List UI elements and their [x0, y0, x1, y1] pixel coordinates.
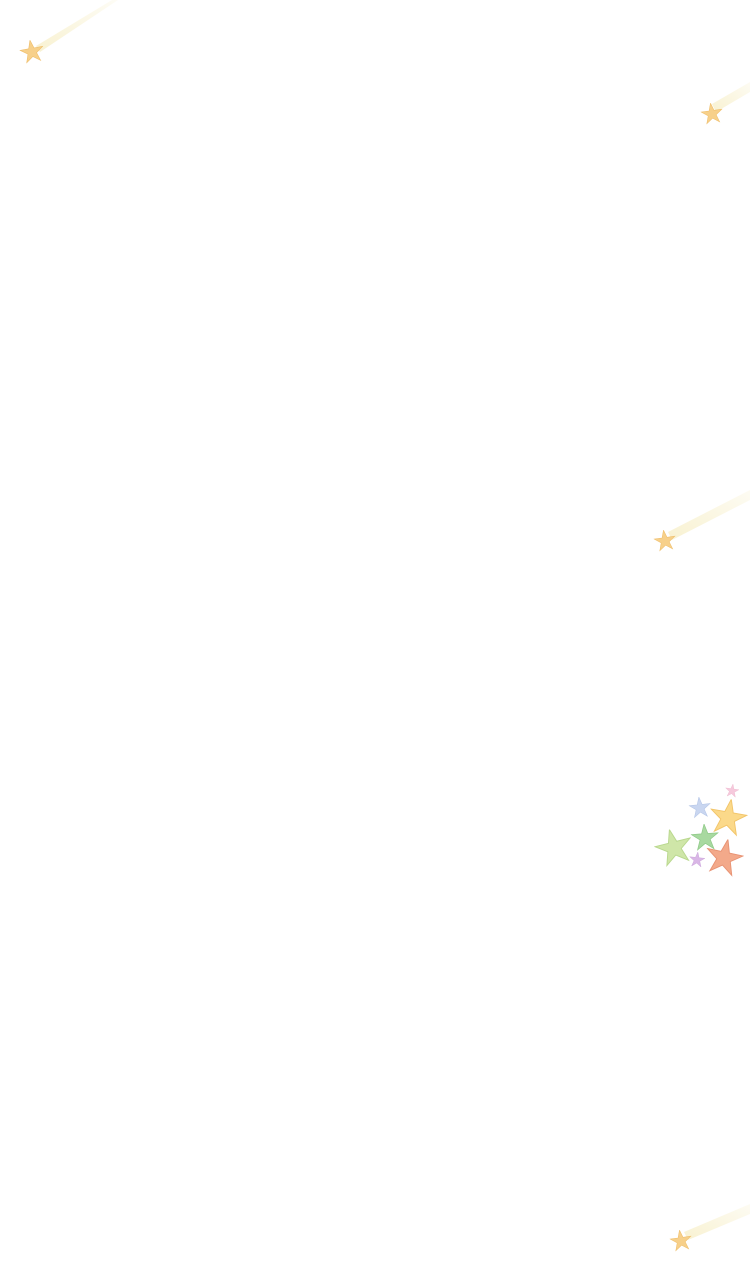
shooting-star-icon: [669, 1204, 750, 1251]
shooting-star-icon: [19, 0, 118, 64]
shooting-star-icon: [700, 82, 750, 124]
shooting-star-icon: [653, 490, 750, 551]
star-cluster-icon: [652, 783, 749, 877]
